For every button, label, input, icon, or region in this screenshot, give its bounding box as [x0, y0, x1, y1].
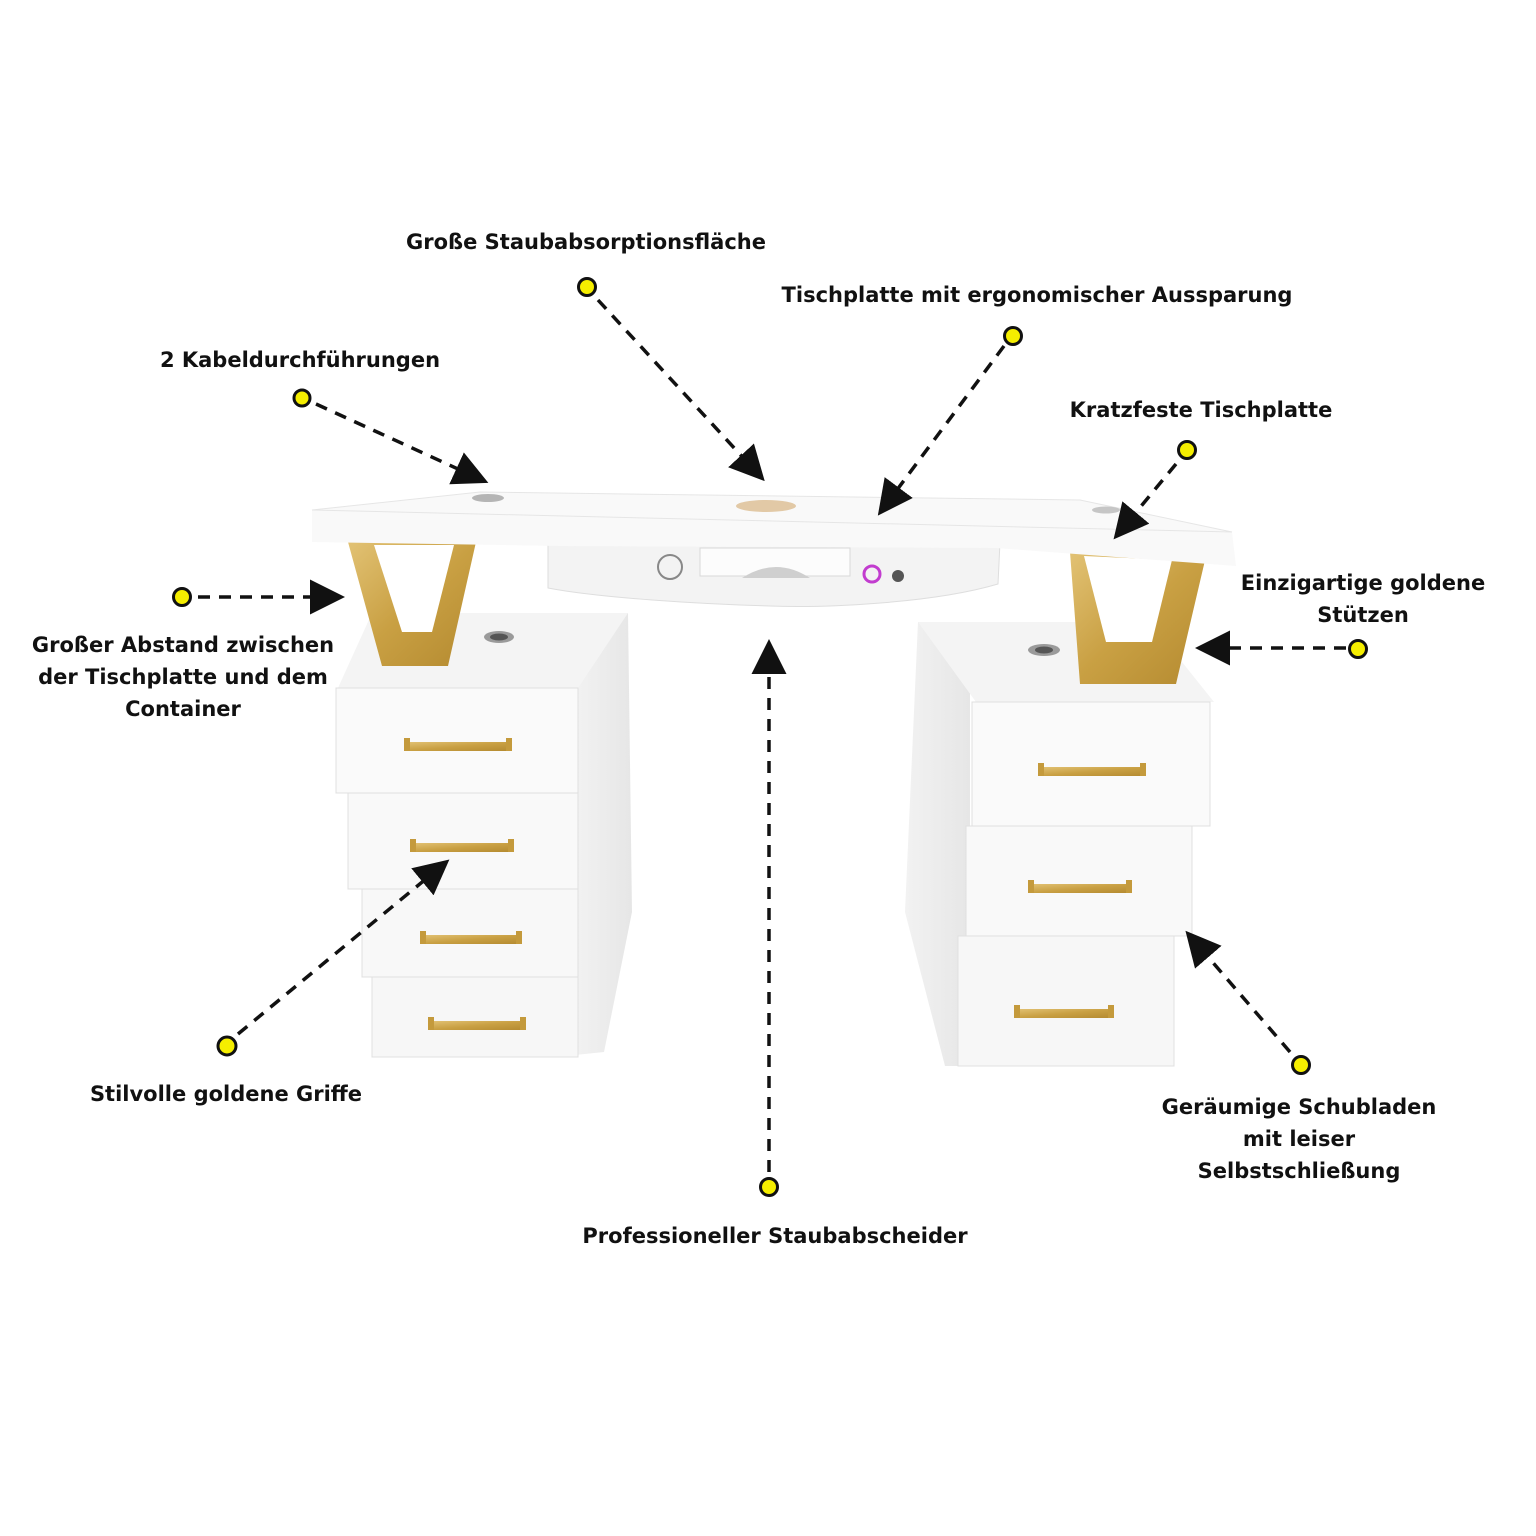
label-gold-supports-line1: Einzigartige goldene: [1240, 571, 1486, 595]
marker-dot-gap: [172, 587, 192, 607]
gold-handle: [410, 839, 514, 852]
dust-collector-unit: [547, 541, 1001, 607]
gold-handle: [1014, 1005, 1114, 1018]
tabletop: [311, 491, 1236, 566]
leader-line-ergonomic-top: [877, 344, 1006, 516]
label-drawers-line2: mit leiser: [1242, 1127, 1356, 1151]
leader-line-handles: [236, 859, 450, 1036]
gold-handle: [1028, 880, 1132, 893]
label-ergonomic-top: Tischplatte mit ergonomischer Aussparung: [777, 279, 1297, 311]
gold-handle: [428, 1017, 526, 1030]
left-drawer-container: [335, 613, 632, 1058]
power-knob: [657, 554, 683, 580]
leader-line-drawers: [1185, 930, 1292, 1054]
label-drawers-line3: Selbstschließung: [1197, 1159, 1401, 1183]
label-scratch-resistant: Kratzfeste Tischplatte: [1060, 394, 1342, 426]
label-gap: Großer Abstand zwischen der Tischplatte …: [22, 629, 344, 725]
gold-support-right: [1070, 552, 1206, 684]
marker-dot-handles: [216, 1035, 238, 1057]
label-scratch-resistant-text: Kratzfeste Tischplatte: [1069, 398, 1333, 422]
leader-line-dust-area: [596, 298, 765, 482]
marker-dot-drawers: [1291, 1055, 1311, 1075]
marker-dot-dust-collector: [759, 1177, 779, 1197]
label-drawers-line1: Geräumige Schubladen: [1161, 1095, 1437, 1119]
leader-line-cable-holes: [315, 402, 489, 485]
dust-absorption-grille: [736, 500, 796, 512]
marker-dot-cable-holes: [292, 388, 312, 408]
leader-line-scratch-resistant: [1113, 462, 1178, 540]
cable-hole-tabletop-right: [1092, 506, 1120, 514]
label-cable-holes-text: 2 Kabeldurchführungen: [159, 348, 441, 372]
label-gold-supports-line2: Stützen: [1317, 603, 1409, 627]
control-button: [892, 570, 904, 582]
label-gap-line3: Container: [125, 697, 241, 721]
marker-dot-dust-area: [577, 277, 597, 297]
label-gap-line2: der Tischplatte und dem: [38, 665, 328, 689]
marker-dot-scratch-resistant: [1177, 440, 1197, 460]
label-handles: Stilvolle goldene Griffe: [76, 1078, 376, 1110]
gold-handle: [1038, 763, 1146, 776]
gold-handle: [420, 931, 522, 944]
label-dust-collector: Professioneller Staubabscheider: [565, 1220, 985, 1252]
label-dust-area: Große Staubabsorptionsfläche: [386, 226, 786, 258]
rgb-light-button: [862, 564, 882, 584]
label-dust-collector-text: Professioneller Staubabscheider: [582, 1224, 968, 1248]
cable-hole-tabletop-left: [472, 494, 504, 502]
marker-dot-ergonomic-top: [1003, 326, 1023, 346]
marker-dot-gold-supports: [1348, 639, 1368, 659]
label-gap-line1: Großer Abstand zwischen: [31, 633, 335, 657]
label-handles-text: Stilvolle goldene Griffe: [89, 1082, 363, 1106]
right-drawer-container: [905, 622, 1214, 1067]
gold-handle: [404, 738, 512, 751]
label-drawers: Geräumige Schubladen mit leiser Selbstsc…: [1146, 1091, 1452, 1187]
label-gold-supports: Einzigartige goldene Stützen: [1222, 567, 1504, 631]
gold-support-left: [348, 542, 476, 666]
label-ergonomic-top-text: Tischplatte mit ergonomischer Aussparung: [781, 283, 1293, 307]
label-dust-area-text: Große Staubabsorptionsfläche: [405, 230, 766, 254]
label-cable-holes: 2 Kabeldurchführungen: [150, 344, 450, 376]
